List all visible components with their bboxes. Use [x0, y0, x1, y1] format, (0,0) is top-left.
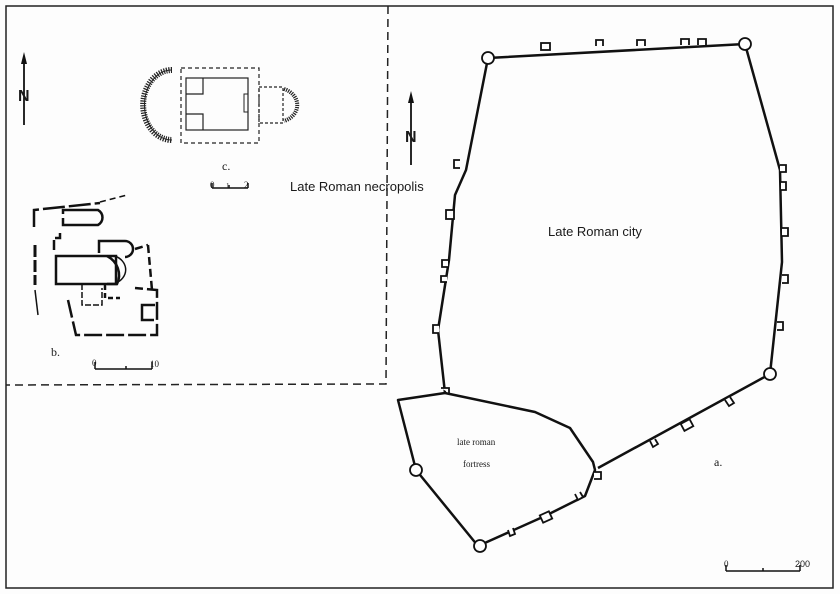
- svg-text:1: 1: [226, 182, 230, 190]
- svg-text:200: 200: [795, 559, 810, 569]
- svg-text:0: 0: [92, 358, 97, 368]
- north-arrow-icon: N: [405, 91, 417, 165]
- scale-bar-a: 0 200: [724, 559, 810, 572]
- wall-towers: [409, 37, 789, 553]
- city-label: Late Roman city: [548, 224, 642, 239]
- svg-text:0: 0: [724, 559, 729, 569]
- necropolis-label: Late Roman necropolis: [290, 179, 424, 194]
- fortress-label-line2: fortress: [463, 459, 490, 469]
- fortress-label-line1: late roman: [457, 437, 496, 447]
- scale-bar-c: 0 1 2: [210, 180, 249, 190]
- panel-a-label: a.: [714, 455, 722, 469]
- panel-b-label: b.: [51, 345, 60, 359]
- outer-frame: [5, 5, 834, 589]
- inset-frame: [5, 5, 389, 386]
- city-walls: [396, 42, 784, 548]
- scale-bar-b: 0 10: [92, 358, 160, 370]
- church-complex-plan-b: [32, 194, 159, 337]
- svg-text:0: 0: [210, 180, 215, 190]
- church-plan-c: [140, 67, 300, 144]
- svg-text:N: N: [18, 88, 30, 105]
- panel-c-label: c.: [222, 159, 230, 173]
- north-arrow-icon: N: [18, 52, 30, 125]
- svg-text:N: N: [405, 129, 417, 146]
- svg-text:2: 2: [244, 180, 249, 190]
- svg-text:10: 10: [150, 359, 160, 369]
